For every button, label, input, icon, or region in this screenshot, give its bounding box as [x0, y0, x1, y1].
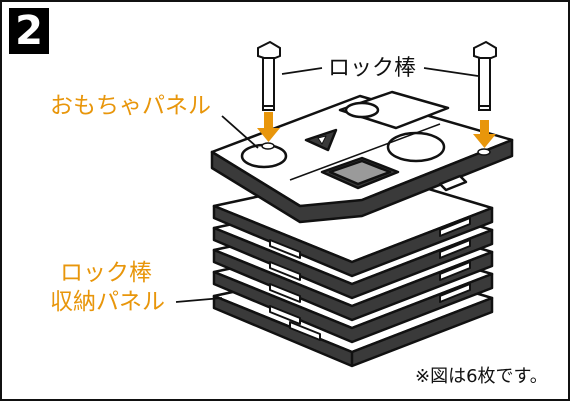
leader-storage-panel — [175, 297, 223, 303]
insert-arrows — [257, 112, 496, 148]
hole-left — [261, 142, 275, 150]
lock-rod-label: ロック棒 — [328, 56, 417, 81]
leader-rod-right — [423, 67, 479, 77]
toy-panel — [210, 90, 514, 224]
step-number-badge: 2 — [9, 8, 49, 54]
storage-panel-label-line1: ロック棒 — [60, 260, 152, 286]
storage-panel-label-line2: 収納パネル — [50, 289, 165, 315]
lock-rod-left — [257, 40, 281, 111]
lock-rod-right — [473, 40, 497, 111]
storage-panel-stack — [212, 170, 494, 368]
arrow-right — [473, 120, 496, 148]
toy-panel-label: おもちゃパネル — [50, 93, 211, 119]
arrow-left — [257, 112, 280, 142]
hole-right — [477, 148, 491, 156]
leader-toy-panel — [221, 115, 259, 149]
leader-rod-left — [281, 67, 323, 75]
figure-note: ※図は6枚です。 — [415, 366, 548, 387]
